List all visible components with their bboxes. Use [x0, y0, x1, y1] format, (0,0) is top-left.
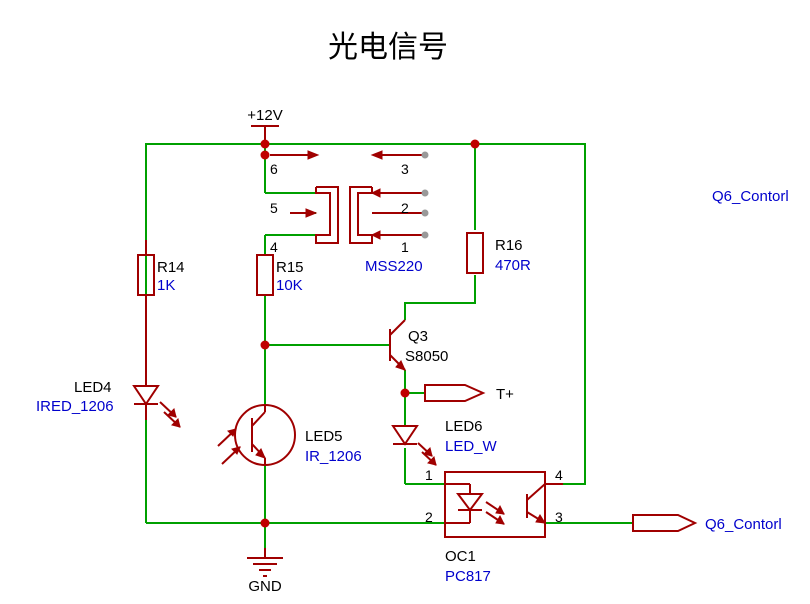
- sw-pin-6: 6: [270, 161, 278, 177]
- sw-pin-3: 3: [401, 161, 409, 177]
- net-port-tplus: T+: [424, 384, 514, 403]
- sw-value: MSS220: [365, 258, 423, 275]
- led4-emission-arrows: [159, 401, 181, 428]
- oc-pin-2: 2: [425, 509, 433, 525]
- vcc-label: +12V: [247, 107, 282, 124]
- r14-value: 1K: [157, 277, 175, 294]
- led4-ref: LED4: [74, 379, 112, 396]
- oc-pin-3: 3: [555, 509, 563, 525]
- net-port-q6-contorl: Q6_Contorl: [632, 514, 782, 533]
- switch-pin-6-arrow: [270, 150, 320, 160]
- oc-pin-1: 1: [425, 467, 433, 483]
- schematic-title: 光电信号: [328, 30, 448, 65]
- resistor-r16[interactable]: R16 470R: [466, 232, 531, 274]
- r16-value: 470R: [495, 257, 531, 274]
- switch-mss220[interactable]: 6 5 4 3 2 1 MSS220: [270, 150, 429, 275]
- gnd-symbol: GND: [247, 548, 283, 595]
- r16-ref: R16: [495, 237, 523, 254]
- switch-pin-3-arrow: [370, 150, 425, 160]
- led5-ref: LED5: [305, 428, 343, 445]
- transistor-q3[interactable]: Q3 S8050: [389, 319, 448, 371]
- gnd-label: GND: [248, 578, 282, 595]
- led6-emission-arrows: [417, 442, 437, 466]
- q3-ref: Q3: [408, 328, 428, 345]
- r15-ref: R15: [276, 259, 304, 276]
- led6-value: LED_W: [445, 438, 498, 455]
- oc-pin-4: 4: [555, 467, 563, 483]
- vcc-power-port: +12V: [247, 107, 283, 144]
- r15-value: 10K: [276, 277, 303, 294]
- led5-incoming-light-arrows: [217, 428, 241, 465]
- sw-pin-4: 4: [270, 239, 278, 255]
- resistor-r14[interactable]: R14 1K: [137, 240, 185, 310]
- led-led6[interactable]: LED6 LED_W: [391, 418, 498, 466]
- phototransistor-led5[interactable]: LED5 IR_1206: [217, 404, 362, 466]
- r14-ref: R14: [157, 259, 185, 276]
- resistor-r15[interactable]: R15 10K: [256, 254, 304, 296]
- tplus-label: T+: [496, 386, 514, 403]
- led-led4[interactable]: LED4 IRED_1206: [36, 310, 181, 428]
- junctions: [260, 139, 480, 528]
- oc1-internal-light-arrows: [485, 501, 505, 525]
- q6-out-label: Q6_Contorl: [705, 516, 782, 533]
- oc1-value: PC817: [445, 568, 491, 585]
- oc1-ref: OC1: [445, 548, 476, 565]
- led4-value: IRED_1206: [36, 398, 114, 415]
- sw-pin-2: 2: [401, 200, 409, 216]
- sw-pin-5: 5: [270, 200, 278, 216]
- sw-pin-1: 1: [401, 239, 409, 255]
- led5-value: IR_1206: [305, 448, 362, 465]
- led6-ref: LED6: [445, 418, 483, 435]
- q3-value: S8050: [405, 348, 448, 365]
- optocoupler-oc1[interactable]: 1 2 3 4 OC1 PC817: [425, 467, 563, 585]
- switch-pin-5-arrow: [290, 208, 318, 218]
- q6-floating-label: Q6_Contorl: [712, 188, 789, 205]
